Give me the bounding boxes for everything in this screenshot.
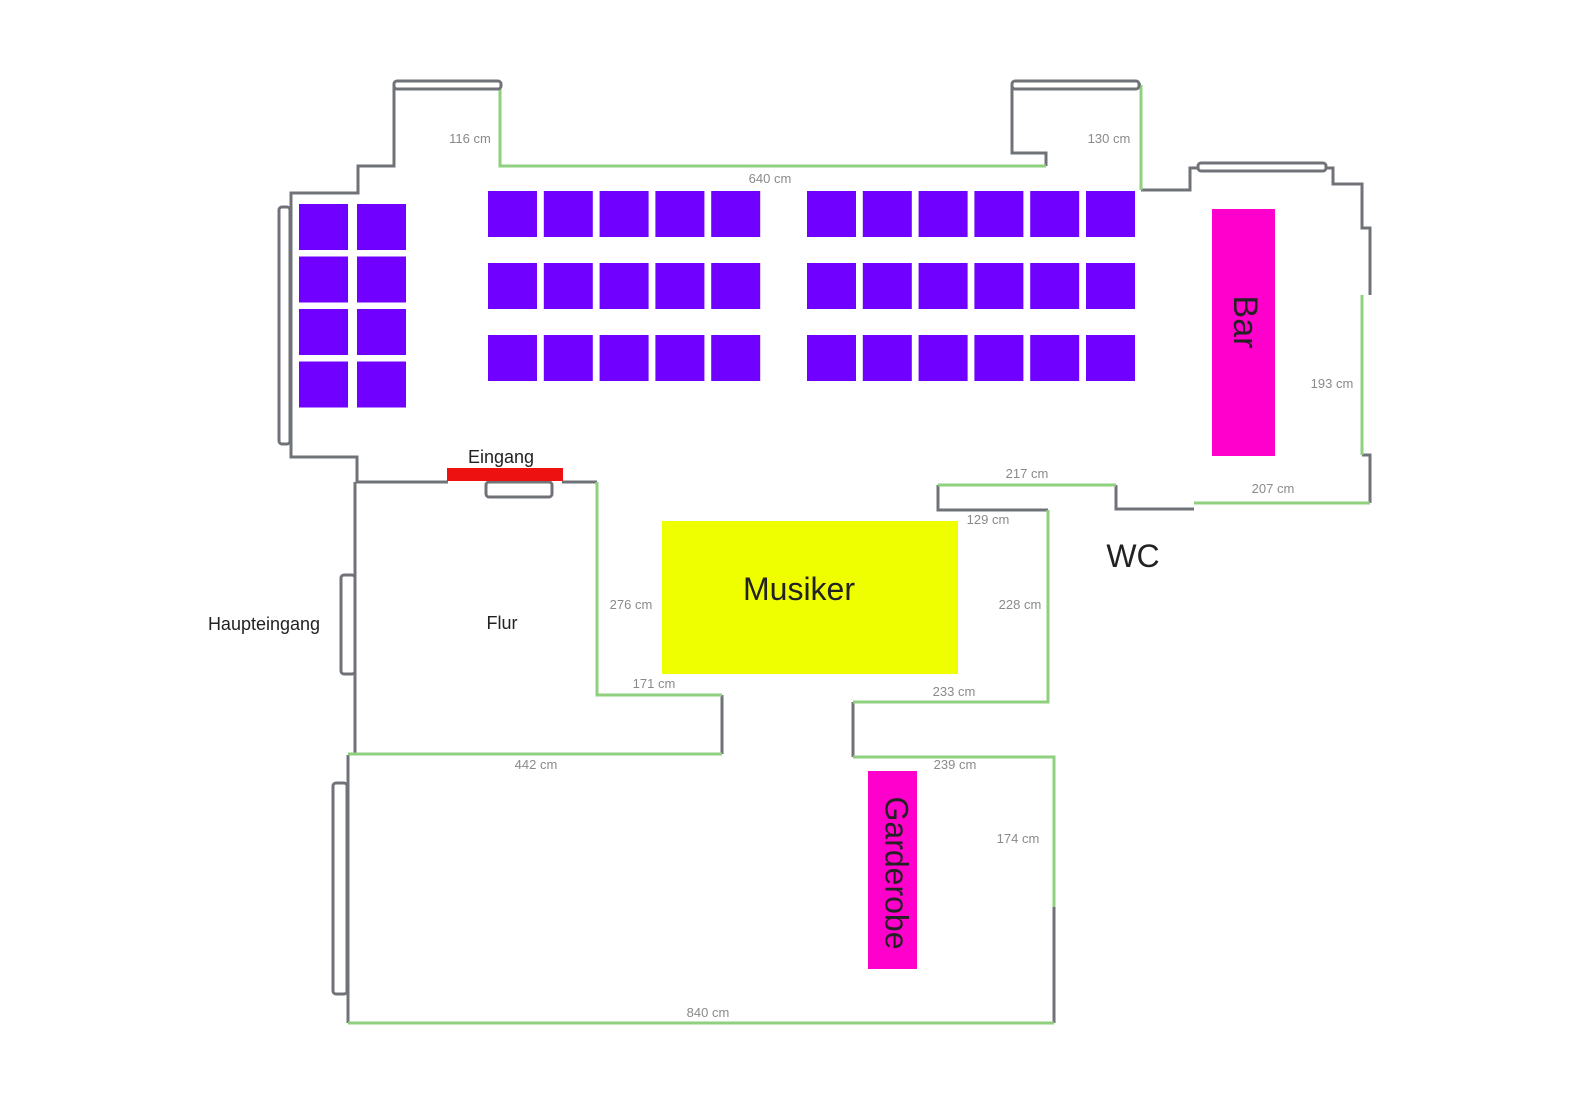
bar-block[interactable] — [1212, 209, 1275, 456]
seat-right-r2-c4[interactable] — [974, 263, 1024, 309]
seat-middle-r1-c2[interactable] — [543, 191, 593, 237]
window-lower-left — [331, 781, 349, 996]
window-top-right — [1010, 79, 1141, 91]
seat-middle-r3-c4[interactable] — [655, 335, 705, 381]
window-bar-top — [1196, 161, 1328, 173]
bar-label: Bar — [1226, 296, 1264, 349]
dim-840: 840 cm — [687, 1005, 730, 1020]
flur-label: Flur — [487, 613, 518, 633]
seat-left-r4-c1[interactable] — [299, 361, 348, 408]
dim-116: 116 cm — [449, 131, 491, 146]
dim-130: 130 cm — [1088, 131, 1131, 146]
seat-right-r2-c5[interactable] — [1030, 263, 1080, 309]
seat-left-r3-c1[interactable] — [299, 309, 348, 355]
seat-right-r3-c6[interactable] — [1086, 335, 1135, 381]
seat-middle-r1-c1[interactable] — [488, 191, 537, 237]
seat-right-r2-c6[interactable] — [1086, 263, 1135, 309]
seat-right-r3-c5[interactable] — [1030, 335, 1080, 381]
seat-right-r3-c3[interactable] — [918, 335, 968, 381]
seat-right-r2-c3[interactable] — [918, 263, 968, 309]
seat-left-r2-c1[interactable] — [299, 256, 348, 303]
seat-middle-r2-c2[interactable] — [543, 263, 593, 309]
window-left-hall — [277, 205, 292, 446]
dim-174: 174 cm — [997, 831, 1040, 846]
seat-right-r1-c4[interactable] — [974, 191, 1024, 237]
seat-right-r3-c1[interactable] — [807, 335, 856, 381]
seat-middle-r2-c4[interactable] — [655, 263, 705, 309]
dim-193: 193 cm — [1311, 376, 1354, 391]
seat-left-r2-c2[interactable] — [357, 256, 406, 303]
seat-left-r1-c1[interactable] — [299, 204, 348, 250]
seat-middle-r2-c5[interactable] — [711, 263, 761, 309]
wc-label: WC — [1106, 538, 1159, 574]
seating — [299, 191, 1135, 408]
garderobe-label: Garderobe — [879, 797, 915, 950]
dim-640: 640 cm — [749, 171, 792, 186]
dimension-labels: 116 cm 130 cm 640 cm 193 cm 217 cm 207 c… — [449, 131, 1353, 1020]
dim-207: 207 cm — [1252, 481, 1295, 496]
seat-middle-r2-c1[interactable] — [488, 263, 537, 309]
dim-233: 233 cm — [933, 684, 976, 699]
eingang-label: Eingang — [468, 447, 534, 467]
seat-right-r1-c1[interactable] — [807, 191, 856, 237]
seat-right-r2-c2[interactable] — [862, 263, 912, 309]
eingang-door[interactable] — [447, 468, 563, 481]
seat-right-r2-c1[interactable] — [807, 263, 856, 309]
seat-left-r3-c2[interactable] — [357, 309, 406, 355]
dim-228: 228 cm — [999, 597, 1042, 612]
musiker-stage[interactable] — [662, 521, 958, 674]
seat-middle-r1-c5[interactable] — [711, 191, 761, 237]
dim-276: 276 cm — [610, 597, 653, 612]
seat-right-r3-c4[interactable] — [974, 335, 1024, 381]
dim-129: 129 cm — [967, 512, 1010, 527]
windows — [277, 79, 1328, 996]
musiker-label: Musiker — [743, 571, 855, 607]
seat-right-r1-c2[interactable] — [862, 191, 912, 237]
dim-239: 239 cm — [934, 757, 977, 772]
window-top-left — [392, 79, 503, 91]
window-haupteingang — [339, 573, 357, 676]
seat-right-r1-c3[interactable] — [918, 191, 968, 237]
seat-right-r1-c5[interactable] — [1030, 191, 1080, 237]
seat-middle-r2-c3[interactable] — [599, 263, 649, 309]
seat-left-r1-c2[interactable] — [357, 204, 406, 250]
garderobe-block[interactable] — [868, 771, 917, 969]
dim-171: 171 cm — [633, 676, 676, 691]
seat-middle-r3-c1[interactable] — [488, 335, 537, 381]
seat-middle-r3-c2[interactable] — [543, 335, 593, 381]
seat-right-r1-c6[interactable] — [1086, 191, 1135, 237]
seat-middle-r1-c4[interactable] — [655, 191, 705, 237]
door-step-eingang — [484, 480, 554, 499]
green-walls — [348, 85, 1370, 1025]
dim-442: 442 cm — [515, 757, 558, 772]
dim-217: 217 cm — [1006, 466, 1049, 481]
seat-right-r3-c2[interactable] — [862, 335, 912, 381]
seat-middle-r3-c3[interactable] — [599, 335, 649, 381]
seat-left-r4-c2[interactable] — [357, 361, 406, 408]
seat-middle-r3-c5[interactable] — [711, 335, 761, 381]
seat-middle-r1-c3[interactable] — [599, 191, 649, 237]
haupteingang-label: Haupteingang — [208, 614, 320, 634]
